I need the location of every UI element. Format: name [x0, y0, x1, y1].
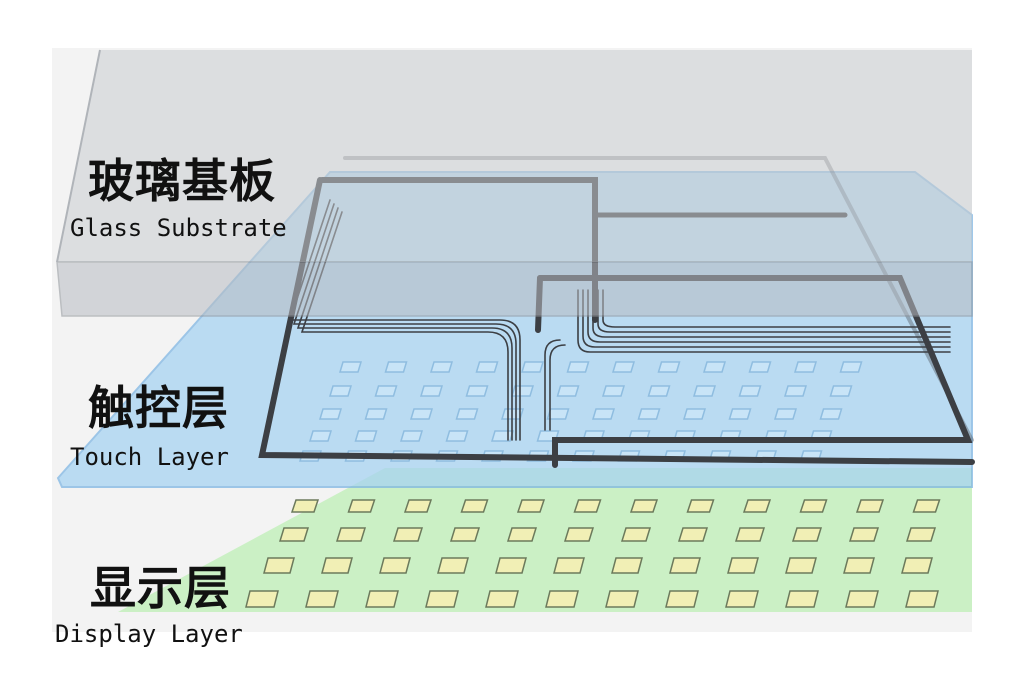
touch-sensor-pad [409, 408, 434, 420]
display-pixel [485, 590, 519, 608]
touch-sensor-pad [364, 408, 388, 420]
touch-sensor-pad [328, 385, 353, 397]
display-pixel [605, 590, 639, 608]
display-pixel [449, 527, 481, 542]
touch-sensor-pad [702, 361, 727, 373]
display-pixel [495, 557, 527, 574]
display-pixel [321, 557, 353, 574]
display-pixel [516, 499, 546, 513]
display-pixel [263, 557, 295, 574]
display-pixel [392, 527, 424, 542]
touch-sensor-pad [445, 430, 469, 442]
display-pixel [912, 499, 941, 513]
touch-sensor-pad [783, 385, 808, 397]
touch-layer-title-cn: 触控层 [88, 381, 229, 435]
touch-sensor-pad [455, 408, 479, 420]
touch-sensor-pad [490, 430, 515, 442]
touch-sensor-pad [829, 385, 853, 397]
display-pixel [677, 527, 709, 542]
display-pixel [848, 527, 880, 542]
touch-sensor-pad [637, 408, 661, 420]
display-pixel [347, 499, 376, 513]
touch-sensor-pad [566, 361, 590, 373]
display-pixel [843, 557, 875, 574]
touch-layer-title-en: Touch Layer [70, 443, 229, 471]
display-pixel [245, 590, 279, 608]
touch-sensor-pad [419, 385, 444, 397]
touch-sensor-pad [591, 408, 616, 420]
display-pixel [611, 557, 643, 574]
display-pixel [545, 590, 579, 608]
touch-sensor-pad [839, 361, 863, 373]
display-pixel [725, 590, 759, 608]
display-pixel [742, 499, 772, 513]
display-pixel [791, 527, 823, 542]
touch-sensor-pad [429, 361, 454, 373]
display-layer-title-cn: 显示层 [90, 561, 231, 615]
touch-sensor-pad [647, 385, 671, 397]
display-pixel [620, 527, 652, 542]
glass-substrate-top [57, 50, 972, 262]
touch-sensor-pad [308, 430, 333, 442]
display-pixel [905, 590, 939, 608]
touch-sensor-pad [546, 408, 570, 420]
touch-sensor-pad [384, 361, 408, 373]
display-pixel-grid [245, 499, 941, 608]
touch-sensor-pad [692, 385, 717, 397]
display-pixel [305, 590, 339, 608]
touch-sensor-pad [556, 385, 580, 397]
touch-sensor-pad [657, 361, 681, 373]
touch-sensor-pad [354, 430, 378, 442]
touch-sensor-grid [298, 361, 863, 462]
touch-sensor-pad [318, 408, 343, 420]
display-pixel [629, 499, 659, 513]
touch-sensor-pad [773, 408, 798, 420]
touch-sensor-pad [399, 430, 424, 442]
display-pixel [506, 527, 538, 542]
touch-sensor-pad [611, 361, 636, 373]
touch-sensor-pad [728, 408, 752, 420]
glass-substrate-front [56, 261, 973, 317]
display-pixel [727, 557, 759, 574]
glass-substrate-title-cn: 玻璃基板 [88, 154, 276, 208]
display-pixel [901, 557, 933, 574]
touch-sensor-pad [338, 361, 363, 373]
touch-sensor-pad [374, 385, 398, 397]
display-pixel [335, 527, 367, 542]
display-pixel [845, 590, 879, 608]
display-pixel [553, 557, 585, 574]
display-pixel [460, 499, 489, 513]
display-pixel [855, 499, 885, 513]
display-pixel [686, 499, 715, 513]
display-pixel [278, 527, 310, 542]
display-pixel [563, 527, 595, 542]
display-pixel [379, 557, 411, 574]
display-pixel [437, 557, 469, 574]
touch-sensor-pad [793, 361, 818, 373]
display-pixel [425, 590, 459, 608]
display-pixel [669, 557, 701, 574]
display-pixel [573, 499, 602, 513]
display-pixel [290, 499, 320, 513]
touch-sensor-pad [738, 385, 762, 397]
glass-edge [56, 49, 101, 263]
touch-sensor-pad [748, 361, 772, 373]
touch-sensor-pad [475, 361, 499, 373]
display-pixel [785, 590, 819, 608]
touch-sensor-pad [682, 408, 707, 420]
display-layer-title-en: Display Layer [55, 620, 243, 648]
glass-substrate-title-en: Glass Substrate [70, 214, 287, 242]
touch-sensor-pad [465, 385, 489, 397]
display-pixel [905, 527, 937, 542]
display-pixel [799, 499, 828, 513]
display-pixel [734, 527, 766, 542]
touch-sensor-pad [819, 408, 843, 420]
display-pixel [365, 590, 399, 608]
touch-sensor-pad [520, 361, 545, 373]
display-pixel [403, 499, 433, 513]
display-pixel [665, 590, 699, 608]
touch-sensor-pad [510, 385, 535, 397]
touch-sensor-pad [601, 385, 626, 397]
display-pixel [785, 557, 817, 574]
